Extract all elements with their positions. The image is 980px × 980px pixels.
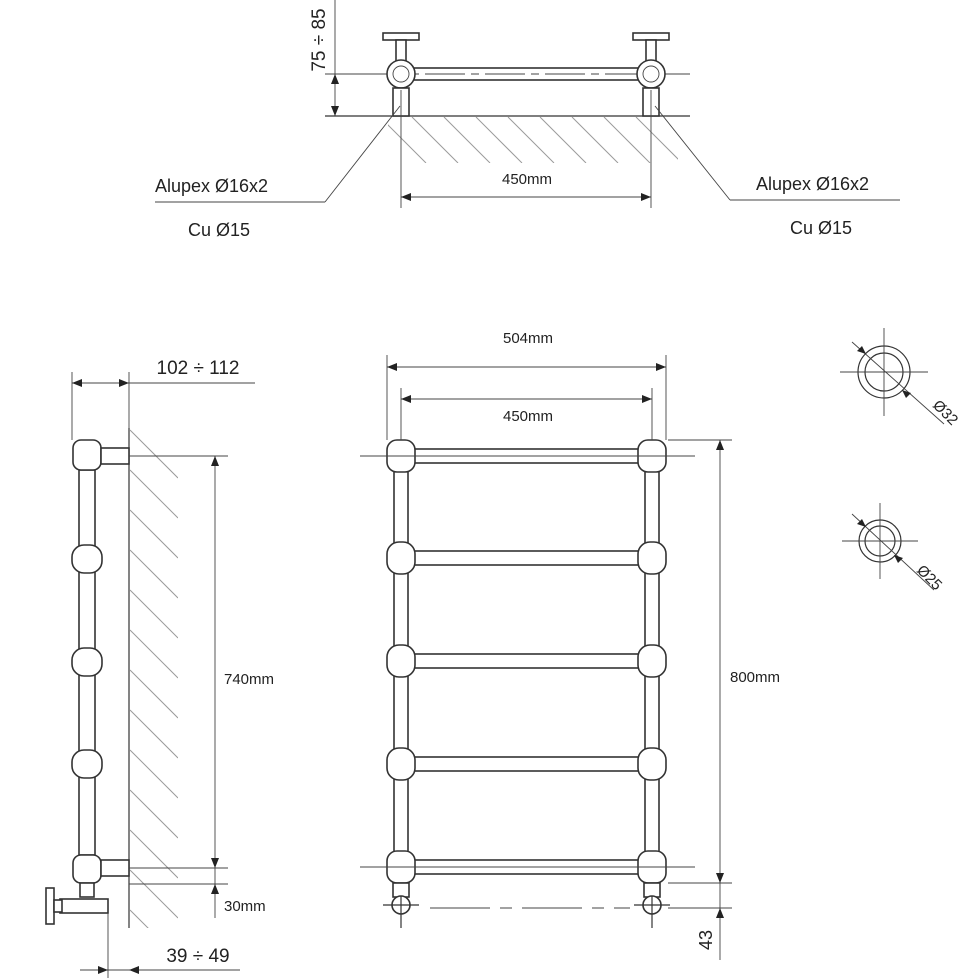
front-valve-offset-label: 43	[696, 930, 716, 950]
right-alupex-label: Alupex Ø16x2	[756, 174, 869, 194]
front-left-valve	[383, 882, 419, 928]
front-overall-height-label: 800mm	[730, 669, 780, 686]
side-bottom-offset-label: 30mm	[224, 898, 266, 915]
front-overall-width-label: 504mm	[503, 330, 553, 347]
section-small: Ø25	[842, 503, 945, 594]
top-height-range-label: 75 ÷ 85	[309, 8, 330, 71]
side-view: 102 ÷ 112 740mm 30mm 39 ÷ 49	[45, 358, 274, 978]
side-knuckle	[71, 647, 103, 677]
front-view: 504mm 450mm 800mm 43	[360, 330, 780, 960]
front-right-valve	[634, 882, 670, 928]
side-valve-distance-label: 39 ÷ 49	[166, 946, 229, 967]
side-wall-hatch	[130, 429, 178, 928]
left-alupex-label: Alupex Ø16x2	[155, 176, 268, 196]
right-cu-label: Cu Ø15	[790, 218, 852, 238]
top-view: 75 ÷ 85 450mm Alupex Ø16x2 Cu Ø15 Alupex…	[155, 0, 900, 240]
front-axis-width-label: 450mm	[503, 408, 553, 425]
section-large: Ø32	[840, 328, 961, 429]
left-cu-label: Cu Ø15	[188, 220, 250, 240]
top-right-valve	[632, 32, 670, 117]
top-spacing-label: 450mm	[502, 171, 552, 188]
side-wall-distance-label: 102 ÷ 112	[157, 358, 240, 379]
front-bar	[413, 653, 641, 669]
side-knuckle	[71, 544, 103, 574]
section-large-label: Ø32	[929, 397, 961, 429]
front-bar	[413, 550, 641, 566]
top-left-valve	[382, 32, 420, 117]
side-knuckle	[71, 749, 103, 779]
top-wall-hatch	[388, 117, 678, 163]
side-valve	[59, 898, 109, 914]
front-bar	[413, 756, 641, 772]
section-small-label: Ø25	[913, 562, 945, 594]
side-height-label: 740mm	[224, 671, 274, 688]
